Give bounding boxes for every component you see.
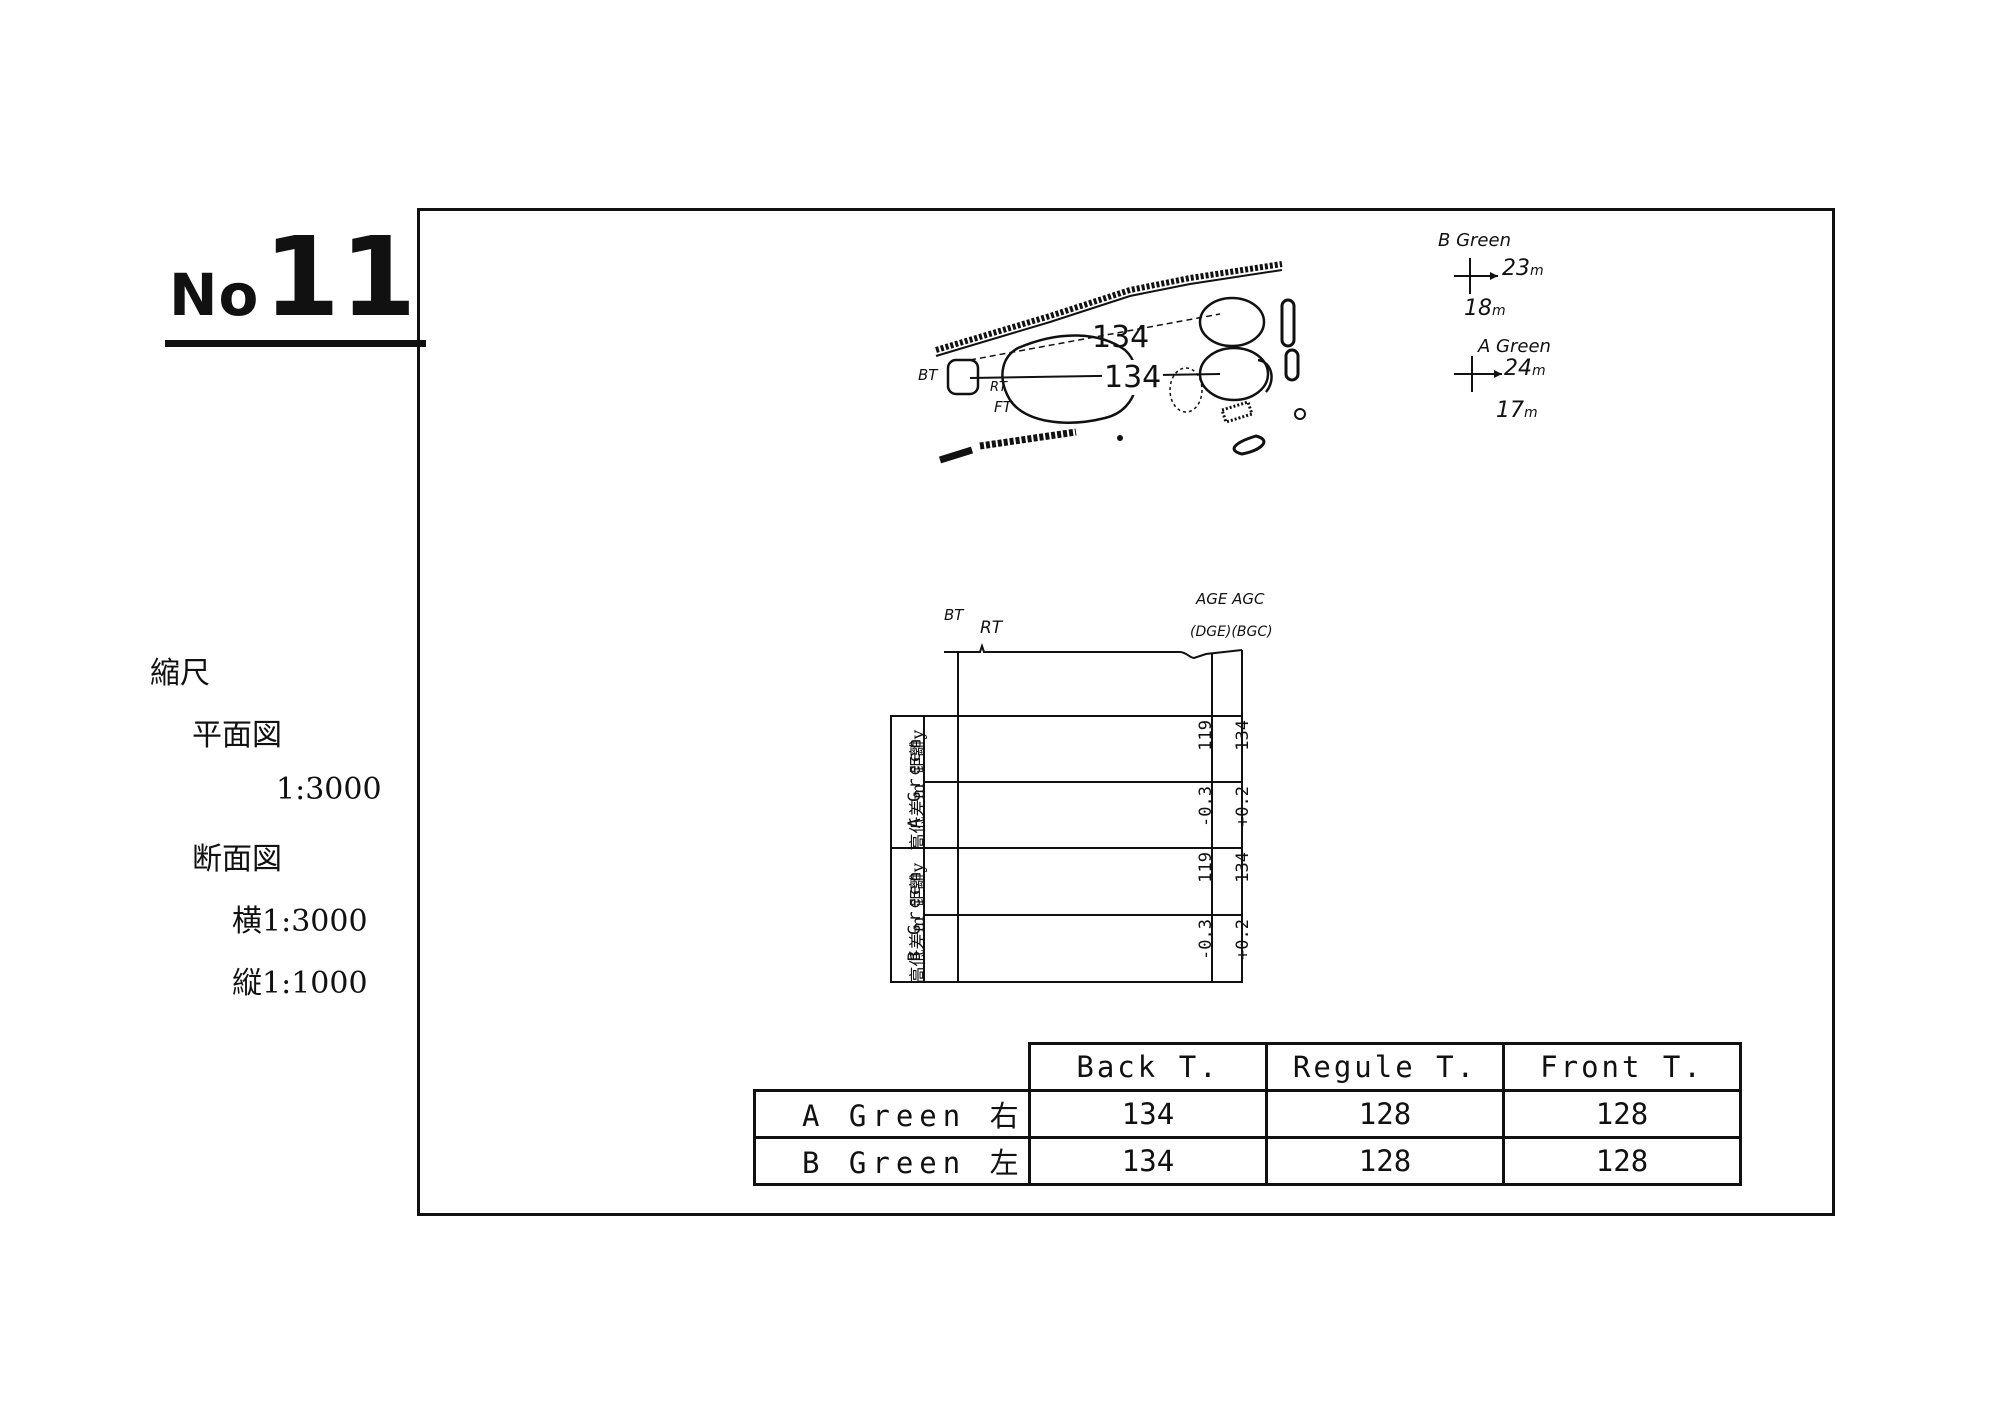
section-value: +0.2	[1233, 919, 1253, 960]
section-row-label: 距離y	[908, 862, 929, 907]
scale-title: 縮尺	[150, 656, 210, 691]
plan-back-tee-label: BT	[918, 366, 938, 384]
section-value: 119	[1196, 720, 1216, 751]
plan-scale-ratio: 1:3000	[276, 772, 382, 807]
section-value: 134	[1233, 852, 1253, 883]
b-green-depth: 18m	[1464, 296, 1506, 321]
drawing-frame	[417, 208, 1835, 1216]
yardage-table: Back T. Regule T. Front T. A Green 右 134…	[753, 1042, 1742, 1186]
hole-number-prefix: No	[169, 261, 260, 329]
yardage-row: B Green 左 134 128 128	[753, 1136, 1742, 1186]
yardage-cell: 134	[1028, 1089, 1268, 1139]
green-dimension-marks	[1454, 258, 1502, 392]
yardage-cell: 128	[1502, 1136, 1742, 1186]
yardage-cell: 128	[1502, 1089, 1742, 1139]
yardage-cell: 128	[1265, 1089, 1505, 1139]
yardage-header: Back T.	[1028, 1042, 1268, 1092]
section-row-label: 高低差m	[908, 783, 929, 851]
section-scale-horizontal: 横1:3000	[232, 904, 368, 939]
yardage-cell: 128	[1265, 1136, 1505, 1186]
section-scale-label: 断面図	[192, 842, 282, 877]
a-green-depth: 17m	[1496, 398, 1538, 423]
yardage-row: A Green 右 134 128 128	[753, 1089, 1742, 1139]
plan-distance-upper: 134	[1092, 320, 1150, 355]
section-value: 119	[1196, 852, 1216, 883]
yardage-row-label: B Green 左	[753, 1136, 1031, 1186]
section-value: +0.2	[1233, 786, 1253, 827]
profile-back-tee-label: BT	[944, 606, 964, 624]
a-green-width: 24m	[1504, 356, 1546, 381]
yardage-header: Front T.	[1502, 1042, 1742, 1092]
section-value: -0.3	[1196, 919, 1216, 960]
profile-tee-label: RT	[980, 618, 1003, 638]
section-row-label: 距離y	[908, 729, 929, 774]
hole-number: No11	[165, 222, 427, 347]
b-green-label: B Green	[1438, 230, 1511, 251]
hole-plan-sketch	[935, 261, 1306, 464]
b-green-width: 23m	[1502, 256, 1544, 281]
yardage-header: Regule T.	[1265, 1042, 1505, 1092]
plan-front-tee-label: FT	[994, 398, 1012, 416]
plan-distance-lower: 134	[1102, 360, 1164, 395]
section-row-label: 高低差m	[908, 916, 929, 984]
yardage-row-label: A Green 右	[753, 1089, 1031, 1139]
section-value: 134	[1233, 720, 1253, 751]
section-table-grid	[890, 642, 1243, 983]
section-value: -0.3	[1196, 786, 1216, 827]
plan-scale-label: 平面図	[192, 718, 282, 753]
a-green-label: A Green	[1478, 336, 1551, 357]
hole-number-value: 11	[263, 213, 417, 341]
profile-green-edge-label: AGE AGC	[1196, 590, 1265, 608]
yardage-cell: 134	[1028, 1136, 1268, 1186]
yardage-corner	[755, 1044, 1030, 1091]
yardage-header-row: Back T. Regule T. Front T.	[755, 1042, 1742, 1092]
section-scale-vertical: 縦1:1000	[232, 966, 368, 1001]
plan-regular-tee-label: RT	[990, 380, 1007, 395]
profile-b-green-label: (DGE)(BGC)	[1190, 624, 1273, 640]
